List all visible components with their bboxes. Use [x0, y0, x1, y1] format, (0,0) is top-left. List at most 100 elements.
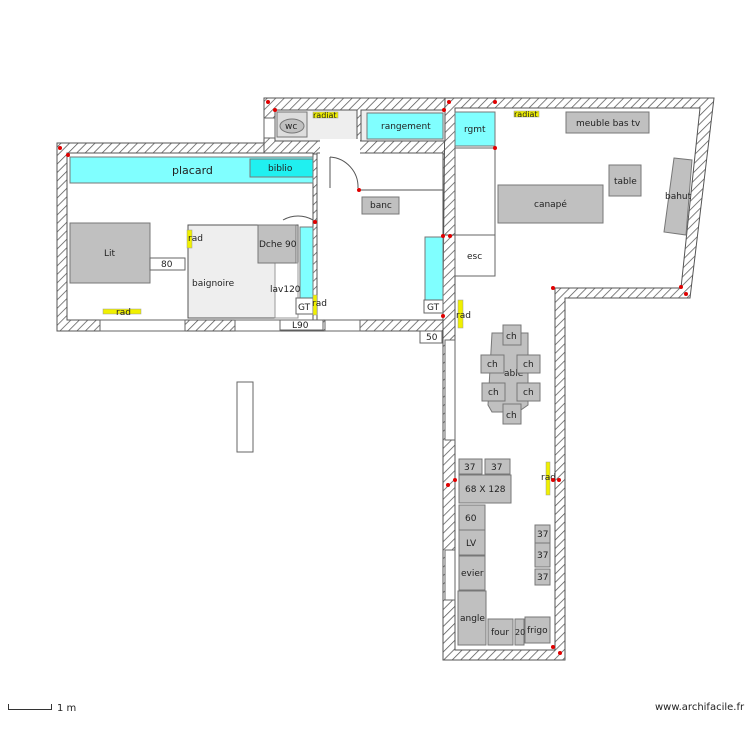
svg-text:20: 20	[515, 628, 525, 637]
rgmt	[454, 111, 496, 147]
coffee-table	[608, 164, 642, 197]
bed	[69, 222, 151, 284]
svg-text:frigo: frigo	[527, 626, 548, 636]
window	[263, 117, 276, 139]
l90-label-box: L90	[279, 319, 324, 331]
svg-text:Dche 90: Dche 90	[259, 240, 297, 250]
svg-text:rangement: rangement	[381, 122, 431, 132]
svg-text:lav120: lav120	[270, 285, 301, 295]
corridor-floor	[316, 152, 444, 321]
svg-text:37: 37	[537, 573, 548, 583]
radiator	[186, 229, 193, 249]
rangement	[366, 112, 444, 140]
biblio	[249, 158, 314, 178]
w50-label-box: 50	[419, 330, 443, 344]
svg-text:rad: rad	[312, 299, 327, 309]
corner-markers	[58, 100, 688, 655]
oven: four	[487, 618, 514, 646]
svg-text:ch: ch	[488, 388, 499, 398]
chair: ch	[516, 354, 541, 374]
svg-text:baignoire: baignoire	[192, 279, 235, 289]
shower	[257, 224, 297, 264]
svg-text:ch: ch	[506, 411, 517, 421]
sofa	[497, 184, 604, 224]
svg-text:GT: GT	[298, 303, 311, 313]
svg-text:37: 37	[464, 463, 475, 473]
kitchen-unit: 37	[534, 568, 551, 586]
svg-text:ch: ch	[523, 360, 534, 370]
kitchen-unit: 20	[514, 618, 525, 646]
corner-unit: angle	[457, 590, 487, 646]
svg-text:radiat: radiat	[514, 110, 538, 119]
svg-text:evier: evier	[461, 569, 484, 579]
dishwasher: LV	[458, 529, 486, 556]
svg-text:60: 60	[465, 514, 477, 524]
svg-text:L90: L90	[292, 321, 309, 331]
chair: ch	[502, 324, 522, 346]
window	[444, 549, 456, 601]
svg-text:Lit: Lit	[104, 249, 116, 259]
svg-text:37: 37	[491, 463, 502, 473]
radiator	[457, 299, 464, 329]
svg-text:ch: ch	[506, 332, 517, 342]
bench	[361, 196, 400, 215]
svg-text:biblio: biblio	[268, 164, 293, 174]
svg-text:banc: banc	[370, 201, 392, 211]
door-swing	[282, 190, 314, 221]
svg-text:37: 37	[537, 530, 548, 540]
window	[234, 319, 281, 332]
svg-text:esc: esc	[467, 252, 482, 262]
svg-text:angle: angle	[460, 614, 485, 624]
scale-bar	[8, 704, 52, 710]
svg-text:rad: rad	[188, 234, 203, 244]
scale-label: 1 m	[57, 703, 77, 714]
kitchen-unit: 37	[534, 542, 551, 568]
corridor-opening	[320, 139, 360, 157]
svg-text:able: able	[504, 369, 524, 379]
svg-text:bahut: bahut	[665, 192, 692, 202]
loose-element	[236, 381, 254, 453]
svg-text:canapé: canapé	[534, 199, 567, 210]
svg-text:ch: ch	[487, 360, 498, 370]
svg-text:rad: rad	[116, 308, 131, 318]
window	[324, 319, 361, 332]
kitchen-unit: 60	[458, 504, 486, 531]
chair: ch	[481, 382, 506, 402]
kitchen-island: 68 X 128	[458, 474, 512, 504]
chair: ch	[502, 403, 522, 425]
storage-column	[299, 226, 314, 300]
kitchen-unit: 37	[458, 458, 483, 475]
toilet	[279, 118, 305, 134]
svg-text:50: 50	[426, 333, 438, 343]
staircase	[454, 234, 496, 277]
chair: ch	[516, 382, 541, 402]
svg-text:rad: rad	[456, 311, 471, 321]
kitchen-unit: 37	[484, 458, 511, 475]
svg-text:placard: placard	[172, 164, 213, 177]
svg-text:GT: GT	[427, 303, 440, 313]
svg-text:radiat: radiat	[313, 111, 337, 120]
svg-text:LV: LV	[466, 539, 477, 549]
window	[444, 339, 456, 441]
svg-text:four: four	[491, 628, 509, 638]
svg-text:meuble bas tv: meuble bas tv	[576, 119, 641, 129]
svg-text:rgmt: rgmt	[464, 125, 486, 135]
svg-text:wc: wc	[285, 122, 297, 132]
radiator	[312, 294, 318, 316]
svg-text:rad: rad	[541, 473, 556, 483]
svg-text:ch: ch	[523, 388, 534, 398]
radiator	[312, 111, 339, 119]
svg-text:80: 80	[161, 260, 173, 270]
svg-text:37: 37	[537, 551, 548, 561]
svg-text:table: table	[614, 177, 637, 187]
kitchen-unit: 37	[534, 524, 551, 544]
site-watermark: www.archifacile.fr	[655, 702, 745, 713]
window	[99, 319, 186, 332]
radiator	[513, 110, 540, 118]
radiator	[545, 461, 551, 496]
sideboard	[663, 157, 693, 236]
svg-text:68 X 128: 68 X 128	[465, 485, 506, 495]
radiator	[102, 308, 142, 315]
door-swing	[329, 156, 359, 189]
